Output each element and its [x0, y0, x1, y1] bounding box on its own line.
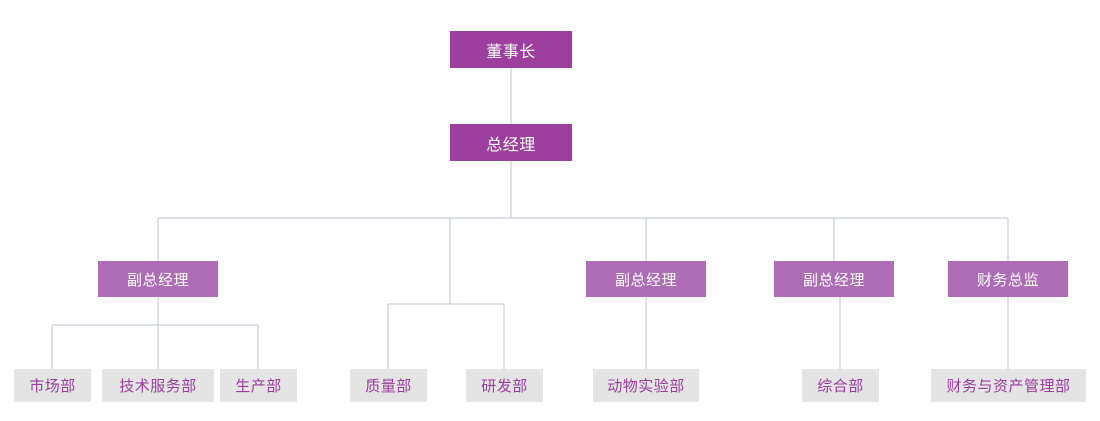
node-dept-quality[interactable]: 质量部: [350, 369, 427, 402]
node-cfo-label: 财务总监: [976, 270, 1039, 289]
node-vp-2-label: 副总经理: [614, 270, 677, 289]
node-dept-rnd[interactable]: 研发部: [466, 369, 543, 402]
node-chairman[interactable]: 董事长: [450, 31, 572, 68]
node-dept-animal-lab-label: 动物实验部: [607, 377, 685, 395]
node-dept-marketing[interactable]: 市场部: [14, 369, 91, 402]
node-dept-production-label: 生产部: [235, 377, 282, 395]
node-general-manager-label: 总经理: [486, 134, 536, 154]
node-cfo[interactable]: 财务总监: [948, 261, 1068, 297]
node-dept-general-affairs-label: 综合部: [817, 377, 864, 395]
node-dept-tech-service[interactable]: 技术服务部: [102, 369, 214, 402]
node-chairman-label: 董事长: [486, 41, 536, 61]
node-dept-quality-label: 质量部: [365, 377, 412, 395]
node-general-manager[interactable]: 总经理: [450, 124, 572, 161]
node-vp-3[interactable]: 副总经理: [774, 261, 894, 297]
node-vp-1-label: 副总经理: [126, 270, 189, 289]
node-dept-rnd-label: 研发部: [481, 377, 528, 395]
node-dept-marketing-label: 市场部: [29, 377, 76, 395]
node-vp-2[interactable]: 副总经理: [586, 261, 706, 297]
node-dept-general-affairs[interactable]: 综合部: [802, 369, 879, 402]
node-dept-finance-asset-label: 财务与资产管理部: [946, 377, 1071, 395]
node-dept-production[interactable]: 生产部: [220, 369, 297, 402]
node-dept-tech-service-label: 技术服务部: [119, 377, 197, 395]
node-vp-3-label: 副总经理: [802, 270, 865, 289]
node-vp-1[interactable]: 副总经理: [98, 261, 218, 297]
node-dept-finance-asset[interactable]: 财务与资产管理部: [931, 369, 1086, 402]
node-dept-animal-lab[interactable]: 动物实验部: [593, 369, 699, 402]
